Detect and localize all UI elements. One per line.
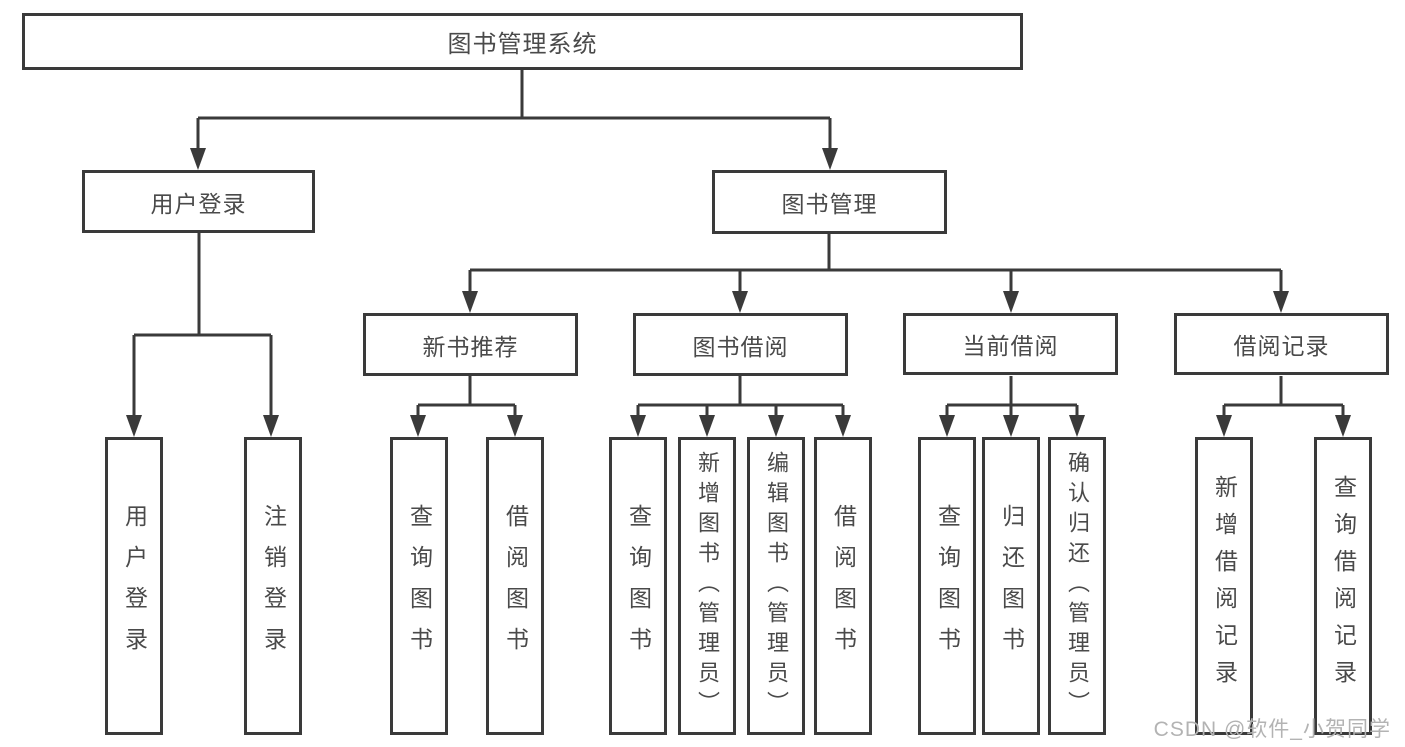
node-label: 借阅图书 — [502, 504, 529, 668]
node-current-borrowing: 当前借阅 — [903, 313, 1118, 375]
node-label: 新书推荐 — [422, 333, 519, 360]
leaf-confirm-return-admin: 确认归还（管理员） — [1048, 437, 1106, 735]
leaf-query-borrow-record: 查询借阅记录 — [1314, 437, 1372, 735]
leaf-borrow-books-1: 借阅图书 — [486, 437, 544, 735]
node-label: 注销登录 — [260, 504, 287, 668]
node-label: 编辑图书（管理员） — [764, 451, 789, 721]
node-label: 确认归还（管理员） — [1065, 451, 1090, 721]
leaf-query-books-1: 查询图书 — [390, 437, 448, 735]
node-user-login: 用户登录 — [82, 170, 315, 233]
node-new-book-recommendation: 新书推荐 — [363, 313, 578, 376]
node-label: 查询图书 — [625, 504, 652, 668]
node-label: 图书管理 — [781, 191, 878, 217]
node-label: 查询图书 — [406, 504, 433, 668]
leaf-logout: 注销登录 — [244, 437, 302, 735]
node-label: 用户登录 — [150, 190, 247, 217]
leaf-add-books-admin: 新增图书（管理员） — [678, 437, 736, 735]
node-label: 借阅图书 — [830, 504, 857, 668]
leaf-query-books-2: 查询图书 — [609, 437, 667, 735]
csdn-watermark: CSDN @软件_小贺同学 — [1153, 718, 1391, 741]
node-book-management: 图书管理 — [712, 170, 947, 234]
node-label: 借阅记录 — [1233, 333, 1330, 359]
node-label: 当前借阅 — [962, 333, 1059, 359]
node-label: 图书借阅 — [692, 333, 789, 360]
leaf-user-login: 用户登录 — [105, 437, 163, 735]
node-label: 新增借阅记录 — [1211, 475, 1238, 697]
node-borrowing-records: 借阅记录 — [1174, 313, 1389, 375]
leaf-edit-books-admin: 编辑图书（管理员） — [747, 437, 805, 735]
leaf-query-books-3: 查询图书 — [918, 437, 976, 735]
leaf-return-books: 归还图书 — [982, 437, 1040, 735]
node-label: 新增图书（管理员） — [695, 451, 720, 721]
node-label: 图书管理系统 — [447, 31, 598, 58]
node-label: 查询图书 — [934, 504, 961, 668]
node-book-borrowing: 图书借阅 — [633, 313, 848, 376]
node-library-management-system: 图书管理系统 — [22, 13, 1023, 70]
node-label: 用户登录 — [121, 504, 148, 668]
node-label: 归还图书 — [998, 504, 1025, 668]
leaf-borrow-books-2: 借阅图书 — [814, 437, 872, 735]
node-label: 查询借阅记录 — [1330, 475, 1357, 697]
leaf-add-borrow-record: 新增借阅记录 — [1195, 437, 1253, 735]
